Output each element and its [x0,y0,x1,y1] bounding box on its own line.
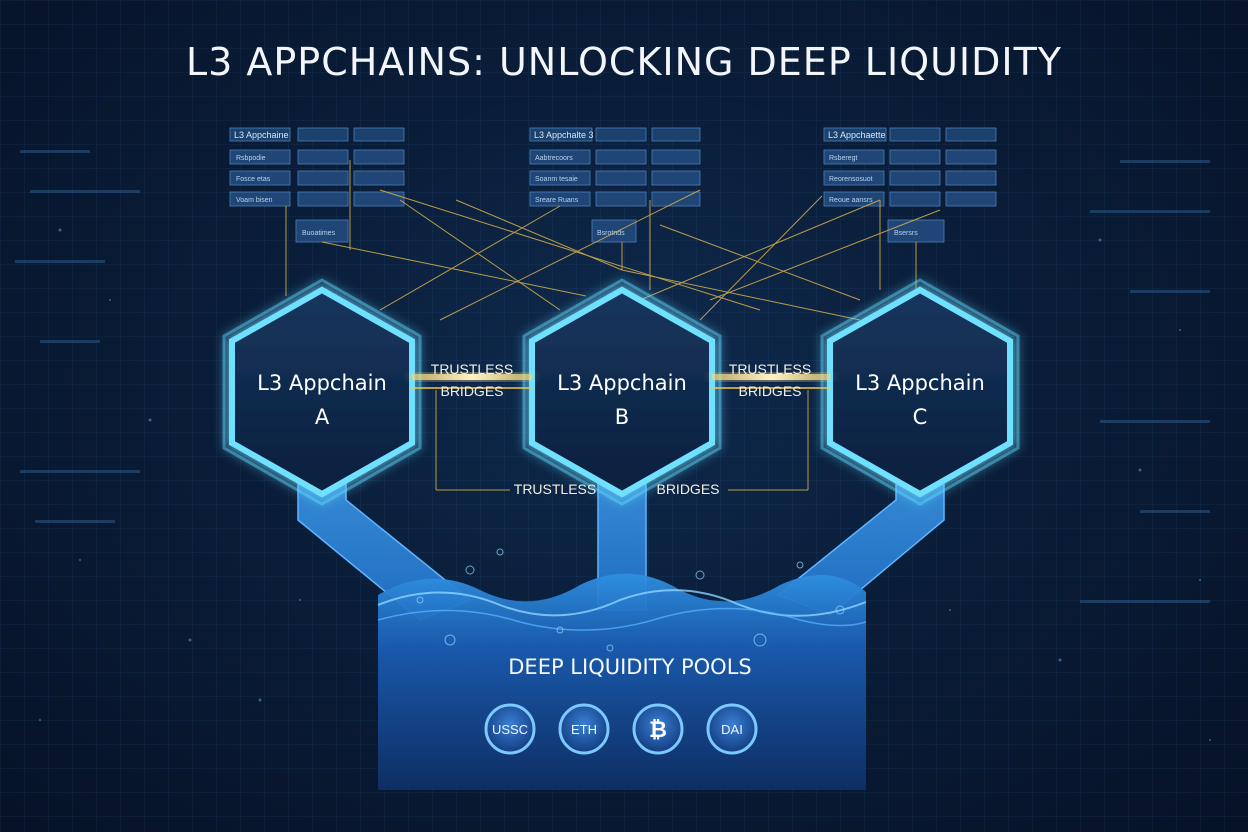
bridge-label-right-2: BRIDGES [738,383,801,399]
bridge-label-left-1: TRUSTLESS [431,361,513,377]
token-usdc[interactable]: USSC [484,703,536,755]
bridge-beam-bc [712,374,830,389]
panel-row: Aabtrecoors [535,155,573,162]
token-label: DAI [721,722,743,737]
panel-row: Rsberegt [829,155,857,162]
info-panel-a: L3 Appchaine Rsbpodie Fosce etas Voam bi… [229,127,405,243]
appchain-label: L3 Appchain [855,371,985,395]
token-dai[interactable]: DAI [706,703,758,755]
background-text-strips [15,150,1210,603]
token-eth[interactable]: ETH [558,703,610,755]
panel-extra: Bsrotnds [597,230,625,237]
panel-row: Rsbpodie [236,155,266,162]
appchain-label: L3 Appchain [257,371,387,395]
info-panel-b: L3 Appchalte 3 Aabtrecoors Soanm tesaie … [529,127,701,243]
page-title: L3 APPCHAINS: UNLOCKING DEEP LIQUIDITY [185,40,1063,84]
appchain-hex-c[interactable]: L3 Appchain C [820,278,1020,506]
token-btc[interactable]: ₿ [632,703,684,755]
bridge-label-left-2: BRIDGES [440,383,503,399]
bitcoin-icon: ₿ [649,718,667,743]
background-particles [39,228,1211,741]
appchain-letter: C [913,405,928,429]
bridge-beam-ab [412,374,532,389]
appchain-letter: B [615,405,629,429]
appchain-letter: A [315,405,330,429]
appchain-hex-b[interactable]: L3 Appchain B [522,278,722,506]
connector-lines [285,160,941,491]
appchain-hex-a[interactable]: L3 Appchain A [222,278,422,506]
panel-row: Reoue aansrs [829,197,873,204]
panel-row: Soanm tesaie [535,176,578,183]
panel-extra: Bsersrs [894,230,918,237]
panel-title: L3 Appchaette [828,130,886,140]
bridge-label-right-1: TRUSTLESS [729,361,811,377]
appchain-label: L3 Appchain [557,371,687,395]
panel-row: Reorensosuot [829,176,873,183]
panel-row: Voam bisen [236,197,273,204]
bridge-label-bottom-2: BRIDGES [656,481,719,497]
token-label: ETH [571,722,597,737]
bridge-label-bottom-1: TRUSTLESS [514,481,596,497]
panel-extra: Buoatimes [302,230,336,237]
panel-row: Fosce etas [236,176,271,183]
panel-row: Sreare Ruans [535,197,579,204]
pool-title: DEEP LIQUIDITY POOLS [508,655,751,679]
info-panel-c: L3 Appchaette Rsberegt Reorensosuot Reou… [823,127,997,243]
panel-title: L3 Appchaine [234,130,289,140]
panel-title: L3 Appchalte 3 [534,130,594,140]
token-label: USSC [492,722,528,737]
